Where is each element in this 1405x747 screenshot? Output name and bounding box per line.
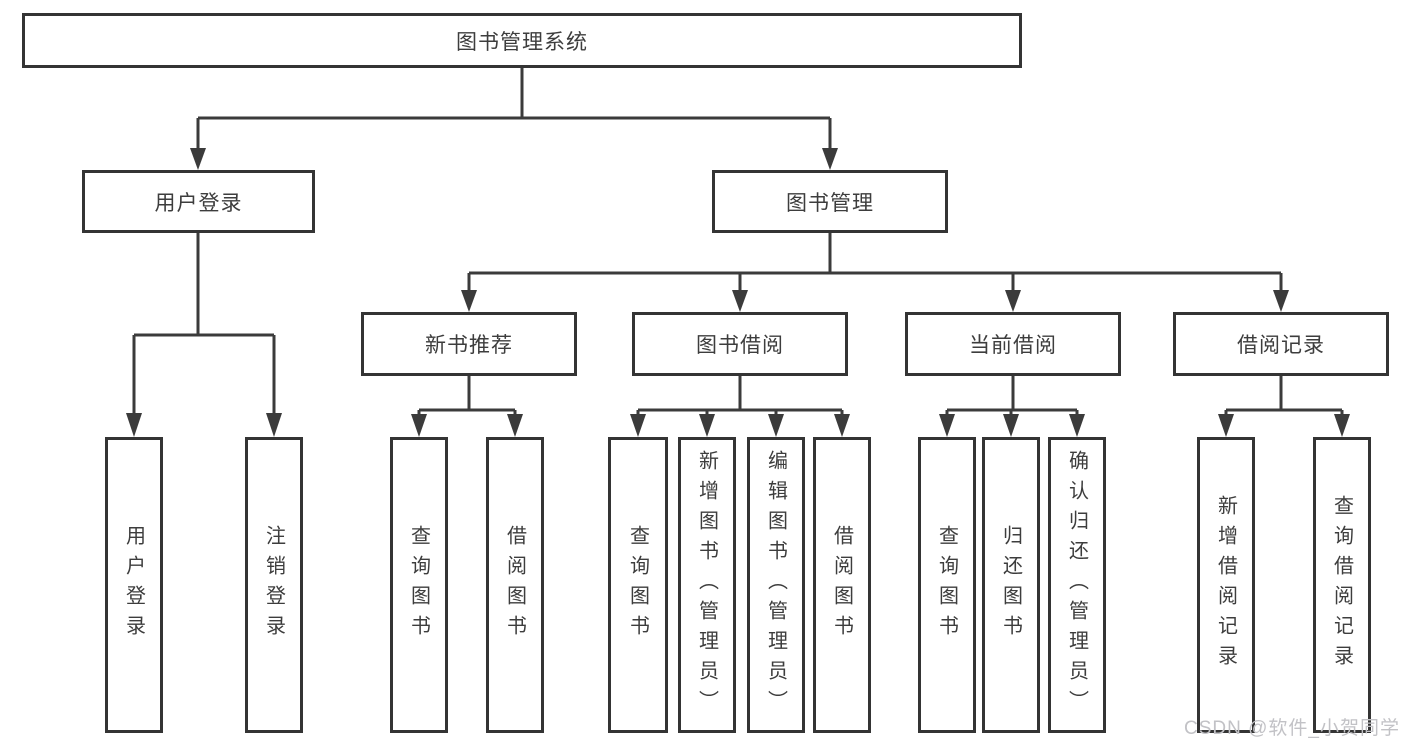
node-label: 查询借阅记录 <box>1330 495 1353 675</box>
node-current-borrowing: 当前借阅 <box>905 312 1121 376</box>
node-borrowing-records: 借阅记录 <box>1173 312 1389 376</box>
leaf-query-books-borrowing: 查询图书 <box>608 437 668 733</box>
arrowhead-icon <box>266 413 282 437</box>
node-label: 借阅记录 <box>1237 334 1325 357</box>
node-label: 用户登录 <box>154 191 243 215</box>
connector-new-book-recommend-to-leaves <box>411 376 523 437</box>
leaf-add-borrow-record: 新增借阅记录 <box>1197 437 1255 733</box>
leaf-add-book-admin: 新增图书（管理员） <box>678 437 736 733</box>
node-label: 当前借阅 <box>969 334 1057 357</box>
node-label: 查询图书 <box>626 525 649 645</box>
node-label: 新增借阅记录 <box>1214 495 1237 675</box>
node-label: 归还图书 <box>999 525 1022 645</box>
arrowhead-icon <box>732 290 748 312</box>
leaf-borrow-books: 借阅图书 <box>813 437 871 733</box>
arrowhead-icon <box>768 414 784 437</box>
leaf-return-books: 归还图书 <box>982 437 1040 733</box>
connector-borrowing-records-to-leaves <box>1218 376 1350 437</box>
node-label: 查询图书 <box>407 525 430 645</box>
leaf-borrow-books-recommend: 借阅图书 <box>486 437 544 733</box>
arrowhead-icon <box>507 414 523 437</box>
arrowhead-icon <box>461 290 477 312</box>
node-book-borrowing: 图书借阅 <box>632 312 848 376</box>
node-label: 编辑图书（管理员） <box>764 450 787 720</box>
connector-user-login-to-leaves <box>126 233 282 437</box>
leaf-query-books-recommend: 查询图书 <box>390 437 448 733</box>
node-book-management: 图书管理 <box>712 170 948 233</box>
connector-root-to-level2 <box>190 68 838 170</box>
arrowhead-icon <box>939 414 955 437</box>
connector-book-borrowing-to-leaves <box>630 376 850 437</box>
leaf-confirm-return-admin: 确认归还（管理员） <box>1048 437 1106 733</box>
leaf-query-books-current: 查询图书 <box>918 437 976 733</box>
connector-book-management-to-level3 <box>461 233 1289 312</box>
arrowhead-icon <box>411 414 427 437</box>
node-library-system: 图书管理系统 <box>22 13 1022 68</box>
arrowhead-icon <box>190 148 206 170</box>
connector-current-borrowing-to-leaves <box>939 376 1085 437</box>
node-label: 确认归还（管理员） <box>1065 450 1088 720</box>
node-new-book-recommend: 新书推荐 <box>361 312 577 376</box>
node-label: 图书管理系统 <box>456 30 588 54</box>
arrowhead-icon <box>1005 290 1021 312</box>
arrowhead-icon <box>126 413 142 437</box>
arrowhead-icon <box>822 148 838 170</box>
node-label: 借阅图书 <box>503 525 526 645</box>
node-label: 用户登录 <box>122 525 145 645</box>
node-user-login: 用户登录 <box>82 170 315 233</box>
csdn-watermark: CSDN @软件_小贺同学 <box>1184 718 1400 739</box>
arrowhead-icon <box>699 414 715 437</box>
node-label: 借阅图书 <box>830 525 853 645</box>
node-label: 注销登录 <box>262 525 285 645</box>
leaf-logout: 注销登录 <box>245 437 303 733</box>
arrowhead-icon <box>834 414 850 437</box>
node-label: 查询图书 <box>935 525 958 645</box>
leaf-edit-book-admin: 编辑图书（管理员） <box>747 437 805 733</box>
node-label: 图书管理 <box>786 191 874 215</box>
leaf-query-borrow-record: 查询借阅记录 <box>1313 437 1371 733</box>
arrowhead-icon <box>1003 414 1019 437</box>
arrowhead-icon <box>1069 414 1085 437</box>
arrowhead-icon <box>630 414 646 437</box>
arrowhead-icon <box>1218 414 1234 437</box>
leaf-user-login: 用户登录 <box>105 437 163 733</box>
arrowhead-icon <box>1273 290 1289 312</box>
node-label: 图书借阅 <box>696 334 784 357</box>
arrowhead-icon <box>1334 414 1350 437</box>
node-label: 新书推荐 <box>425 334 513 357</box>
node-label: 新增图书（管理员） <box>695 450 718 720</box>
